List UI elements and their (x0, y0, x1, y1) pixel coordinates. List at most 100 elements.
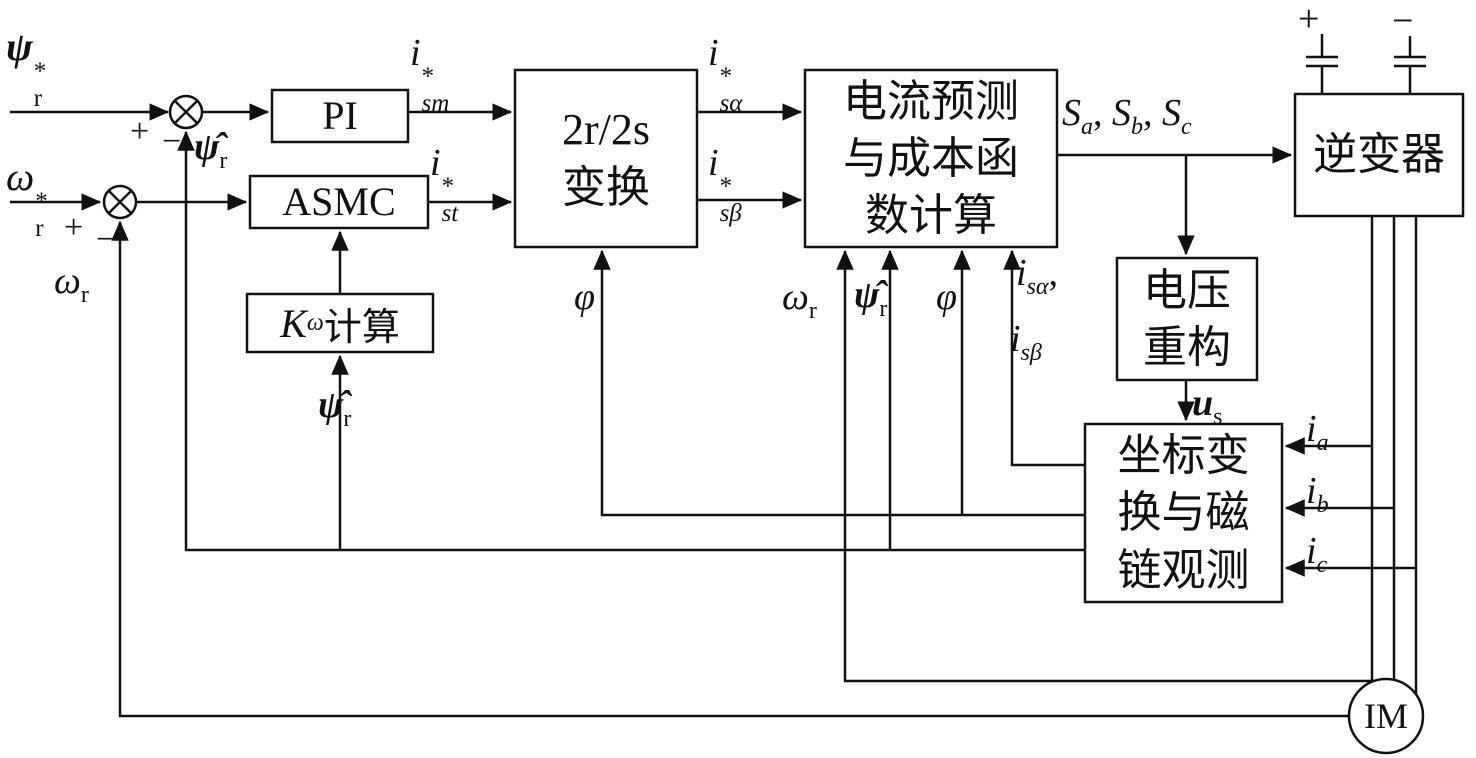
base: i (410, 32, 421, 74)
comma: , (1048, 252, 1059, 294)
label-line: 坐标变 (1117, 431, 1250, 481)
superscript: * (35, 188, 48, 215)
komega-base: K (280, 300, 307, 346)
label-speed-cost: ωr (782, 276, 817, 324)
base: ψ̂ (318, 384, 344, 426)
wire-isalphabeta-feedback-to-cost-arrow (1003, 249, 1085, 467)
label-line: 换与磁 (1117, 488, 1250, 538)
coord-flux-block-label: 坐标变 换与磁 链观测 (1085, 424, 1282, 602)
subscript: sα (1026, 274, 1049, 300)
subscript: sβ (719, 200, 742, 227)
subscript: a (1081, 114, 1093, 140)
label-line: PI (322, 93, 358, 138)
j2-plus-sign: + (64, 209, 84, 246)
label-speed-feedback-left: ωr (54, 260, 89, 308)
subscript: sm (421, 90, 450, 117)
voltage-recon-block-label: 电压 重构 (1117, 258, 1257, 380)
label-flux-hat-j1: ψ̂r (194, 127, 228, 174)
subscript: r (33, 85, 43, 112)
base: ψ̂ (854, 274, 880, 316)
label-flux-ref: ψ*r (6, 26, 47, 112)
label-line: ASMC (282, 179, 396, 224)
subscript: r (879, 296, 888, 322)
superscript: * (719, 63, 733, 90)
label-isalpha-ref: i*sα (708, 33, 743, 117)
base: S (1062, 92, 1081, 134)
subscript: r (80, 282, 89, 308)
coord-flux-box (1083, 422, 1284, 604)
label-ism-ref: i*sm (410, 32, 450, 117)
label-line: IM (1364, 696, 1408, 736)
base: S (1112, 92, 1131, 134)
transform-box (513, 68, 699, 249)
label-flux-hat-cost: ψ̂r (854, 274, 888, 322)
motor-circle (1347, 677, 1425, 755)
label-line: 变换 (562, 162, 650, 212)
j1-minus-sign: − (162, 123, 182, 160)
komega-box (245, 292, 435, 354)
base: i (1306, 530, 1317, 572)
base: ω (782, 276, 809, 318)
subscript: b (1131, 114, 1143, 140)
asmc-box (248, 174, 430, 230)
subscript: r (35, 215, 44, 242)
wire-speed-feedback-to-cost-arrow (836, 249, 1386, 683)
motor-label: IM (1349, 681, 1423, 751)
phase-lines (1370, 216, 1418, 716)
transform-block-label: 2r/2s 变换 (515, 70, 697, 247)
superscript: * (421, 63, 435, 90)
subscript: sα (719, 90, 743, 117)
subscript: r (219, 148, 228, 174)
base: i (1016, 252, 1027, 294)
base: i (1306, 470, 1317, 512)
block-outlines (245, 68, 1465, 604)
subscript: c (1316, 552, 1328, 578)
wire-speed-feedback-to-j2-arrow (111, 220, 1386, 718)
label-line: 链观测 (1117, 545, 1250, 595)
base: i (708, 142, 719, 184)
label-phi-cost: φ (936, 276, 958, 318)
dc-minus-sign: − (1392, 0, 1414, 42)
label-us: us (1192, 383, 1223, 430)
wire-fluxhat-feedback-to-j1-arrow (177, 130, 1085, 552)
superscript: * (441, 173, 455, 200)
separator: , (1143, 92, 1162, 134)
inverter-block-label: 逆变器 (1295, 94, 1463, 216)
subscript: c (1181, 114, 1192, 140)
summing-junction-2 (102, 184, 138, 220)
superscript: * (33, 58, 47, 85)
asmc-block-label: ASMC (250, 176, 428, 228)
subscript: a (1316, 430, 1329, 456)
subscript: sβ (1020, 340, 1042, 366)
label-line: 重构 (1143, 323, 1231, 372)
label-line: 电流预测 (843, 76, 1019, 126)
separator: , (1093, 92, 1112, 134)
label-switching-signals: Sa, Sb, Sc (1062, 92, 1192, 140)
label-line: 2r/2s (562, 105, 650, 155)
base: i (1306, 408, 1317, 450)
label-isalpha-feedback: isα, (1016, 252, 1059, 300)
label-ist-ref: i*st (430, 143, 458, 226)
dc-plus-sign: + (1298, 0, 1320, 40)
cost-box (803, 68, 1059, 249)
label-line: 数计算 (865, 191, 997, 241)
dc-link-positive (1306, 34, 1338, 94)
label-ib: ib (1306, 470, 1329, 518)
base: ω (6, 154, 35, 199)
label-line: 逆变器 (1313, 130, 1445, 180)
j1-plus-sign: + (130, 113, 150, 150)
wire-phi-feedback-to-transform-arrow (593, 249, 1085, 517)
summing-junction-1 (168, 94, 204, 130)
subscript: r (808, 298, 817, 324)
voltage-recon-box (1115, 256, 1259, 382)
base: S (1162, 92, 1181, 134)
subscript: s (1213, 404, 1223, 430)
pi-box (270, 88, 410, 144)
base: ω (54, 260, 81, 302)
base: i (1010, 318, 1021, 360)
label-flux-hat-komega: ψ̂r (318, 384, 351, 432)
komega-subscript: ω (306, 309, 324, 336)
